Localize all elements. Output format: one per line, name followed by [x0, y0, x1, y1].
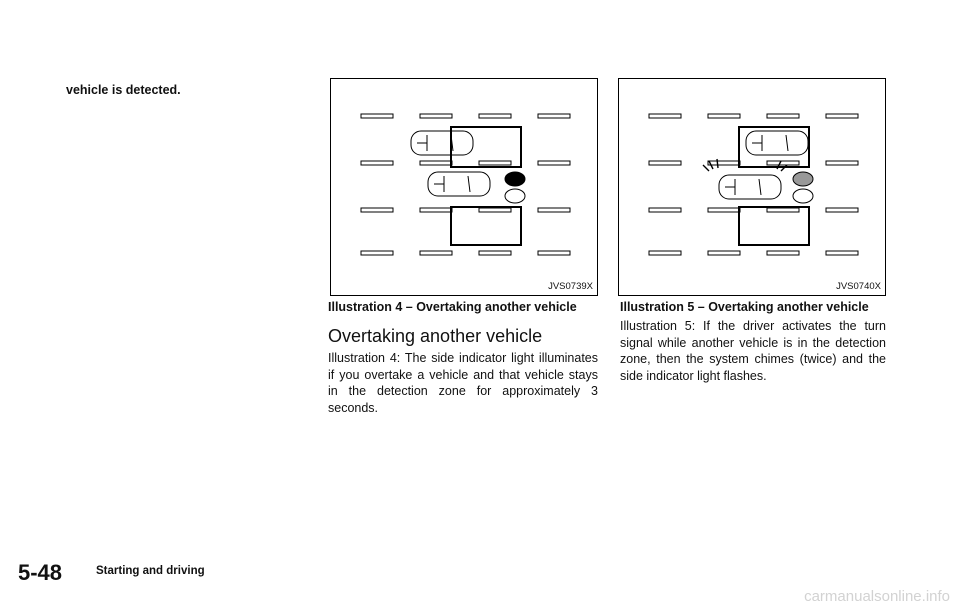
blind-spot-diagram-overtaking	[360, 113, 571, 256]
figure-illustration-5: JVS0740X	[618, 78, 886, 296]
continuation-text: vehicle is detected.	[66, 83, 181, 97]
figure-4-caption: Illustration 4 – Overtaking another vehi…	[328, 300, 577, 314]
page-number: 5-48	[18, 560, 63, 585]
blind-spot-diagram-turn-signal	[648, 113, 859, 256]
figure-code: JVS0740X	[836, 281, 881, 292]
section-heading: Overtaking another vehicle	[328, 326, 543, 346]
figure-5-caption: Illustration 5 – Overtaking another vehi…	[620, 300, 869, 314]
figure-illustration-4: JVS0739X	[330, 78, 598, 296]
footer-section-title: Starting and driving	[96, 565, 205, 577]
figure-code: JVS0739X	[548, 281, 593, 292]
watermark: carmanualsonline.info	[804, 588, 950, 605]
paragraph-illustration-5: Illustration 5: If the driver activates …	[620, 319, 886, 383]
paragraph-illustration-4: Illustration 4: The side indicator light…	[328, 351, 598, 415]
